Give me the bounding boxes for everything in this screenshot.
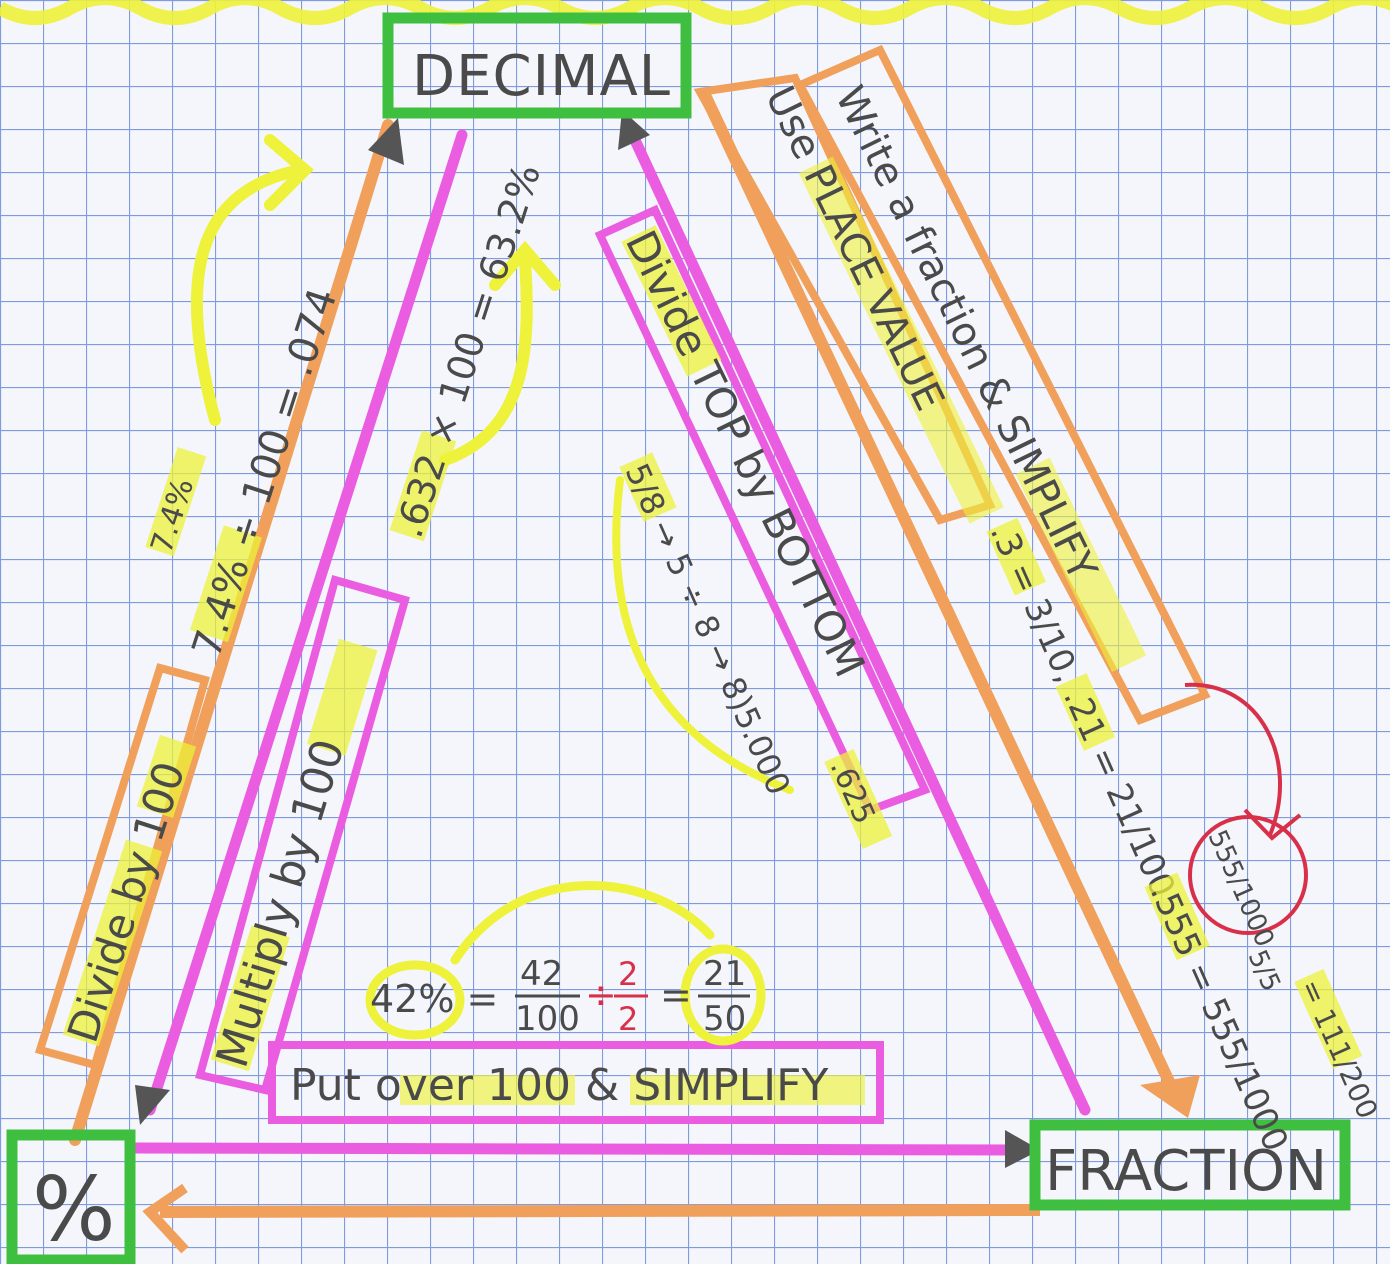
equals-sign: = — [660, 973, 692, 1017]
instruction-put-over-100: Put over 100 & SIMPLIFY — [290, 1060, 828, 1111]
decimal-node-label: DECIMAL — [412, 44, 671, 109]
pink-arrow-percent-to-fraction — [135, 1148, 1025, 1150]
orange-arrow-fraction-to-percent — [160, 1210, 1040, 1212]
divide-symbol: ÷ — [585, 973, 617, 1017]
divide-numerator-2: 2 — [618, 955, 638, 993]
result-denominator-50: 50 — [703, 999, 746, 1039]
divide-denominator-2: 2 — [618, 1000, 638, 1038]
percent-node-label: % — [32, 1158, 116, 1261]
result-numerator-21: 21 — [703, 954, 746, 994]
example-42-percent: 42% = — [370, 977, 498, 1021]
fraction-node-label: FRACTION — [1045, 1139, 1327, 1204]
example-42-numerator: 42 — [520, 954, 563, 994]
example-100-denominator: 100 — [515, 999, 580, 1039]
